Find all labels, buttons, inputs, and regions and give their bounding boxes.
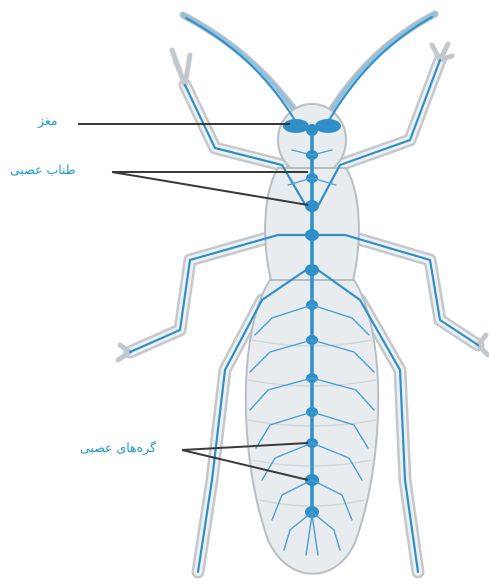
ganglia-label: گره‌های عصبی xyxy=(80,442,156,455)
nerve-cord-label: طناب عصبی xyxy=(10,164,76,177)
brain-label: مغز xyxy=(38,115,58,128)
antennae xyxy=(183,14,435,112)
